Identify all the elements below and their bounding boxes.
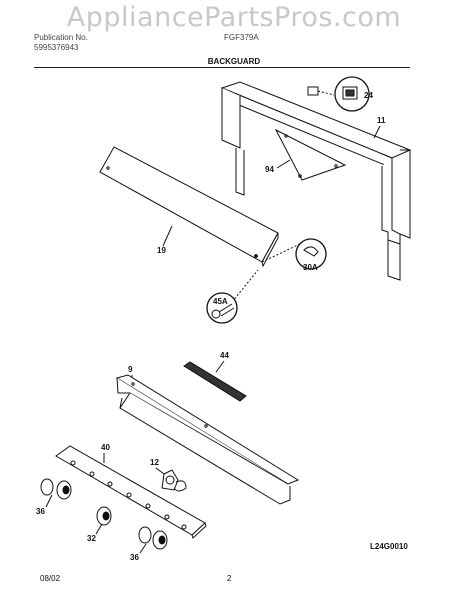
- control-panel: [99, 146, 279, 268]
- knob-panel: [55, 445, 207, 539]
- section-title: BACKGUARD: [207, 57, 261, 66]
- publication-number: 5995376943: [34, 43, 79, 52]
- watermark: AppliancePartsPros.com: [66, 2, 402, 33]
- callout-11: 11: [377, 116, 386, 125]
- header-rule: [34, 67, 410, 68]
- callout-44: 44: [220, 351, 229, 360]
- callout-19: 19: [157, 246, 166, 255]
- model-number: FGF379A: [224, 33, 259, 42]
- callout-30a-bubble: [261, 238, 327, 270]
- valve-spring: [161, 469, 187, 492]
- manifold-bracket: [115, 374, 300, 505]
- callout-24-bubble: [334, 76, 370, 112]
- callout-24: 24: [364, 91, 373, 100]
- heat-shield-plate: [274, 128, 347, 181]
- trim-strip: [183, 361, 247, 402]
- publication-label: Publication No.: [34, 33, 88, 42]
- callout-12: 12: [150, 458, 159, 467]
- callout-36-left: 36: [36, 507, 45, 516]
- callout-9: 9: [128, 365, 133, 374]
- callout-36-right: 36: [130, 553, 139, 562]
- knob-group-left: [40, 478, 72, 500]
- backguard-frame: [220, 81, 412, 281]
- callout-94: 94: [265, 165, 274, 174]
- callout-40: 40: [101, 443, 110, 452]
- callout-32: 32: [87, 534, 96, 543]
- knob-center: [96, 506, 112, 526]
- callout-30a: 30A: [303, 263, 318, 272]
- footer-date: 08/02: [40, 574, 61, 583]
- page-number: 2: [227, 574, 232, 583]
- callout-45a-bubble: [206, 269, 259, 324]
- diagram-code: L24G0010: [370, 542, 408, 551]
- callout-45a: 45A: [213, 297, 228, 306]
- knob-group-right: [138, 526, 168, 550]
- switch-part: [307, 86, 335, 96]
- publication-info: Publication No. 5995376943: [34, 33, 88, 53]
